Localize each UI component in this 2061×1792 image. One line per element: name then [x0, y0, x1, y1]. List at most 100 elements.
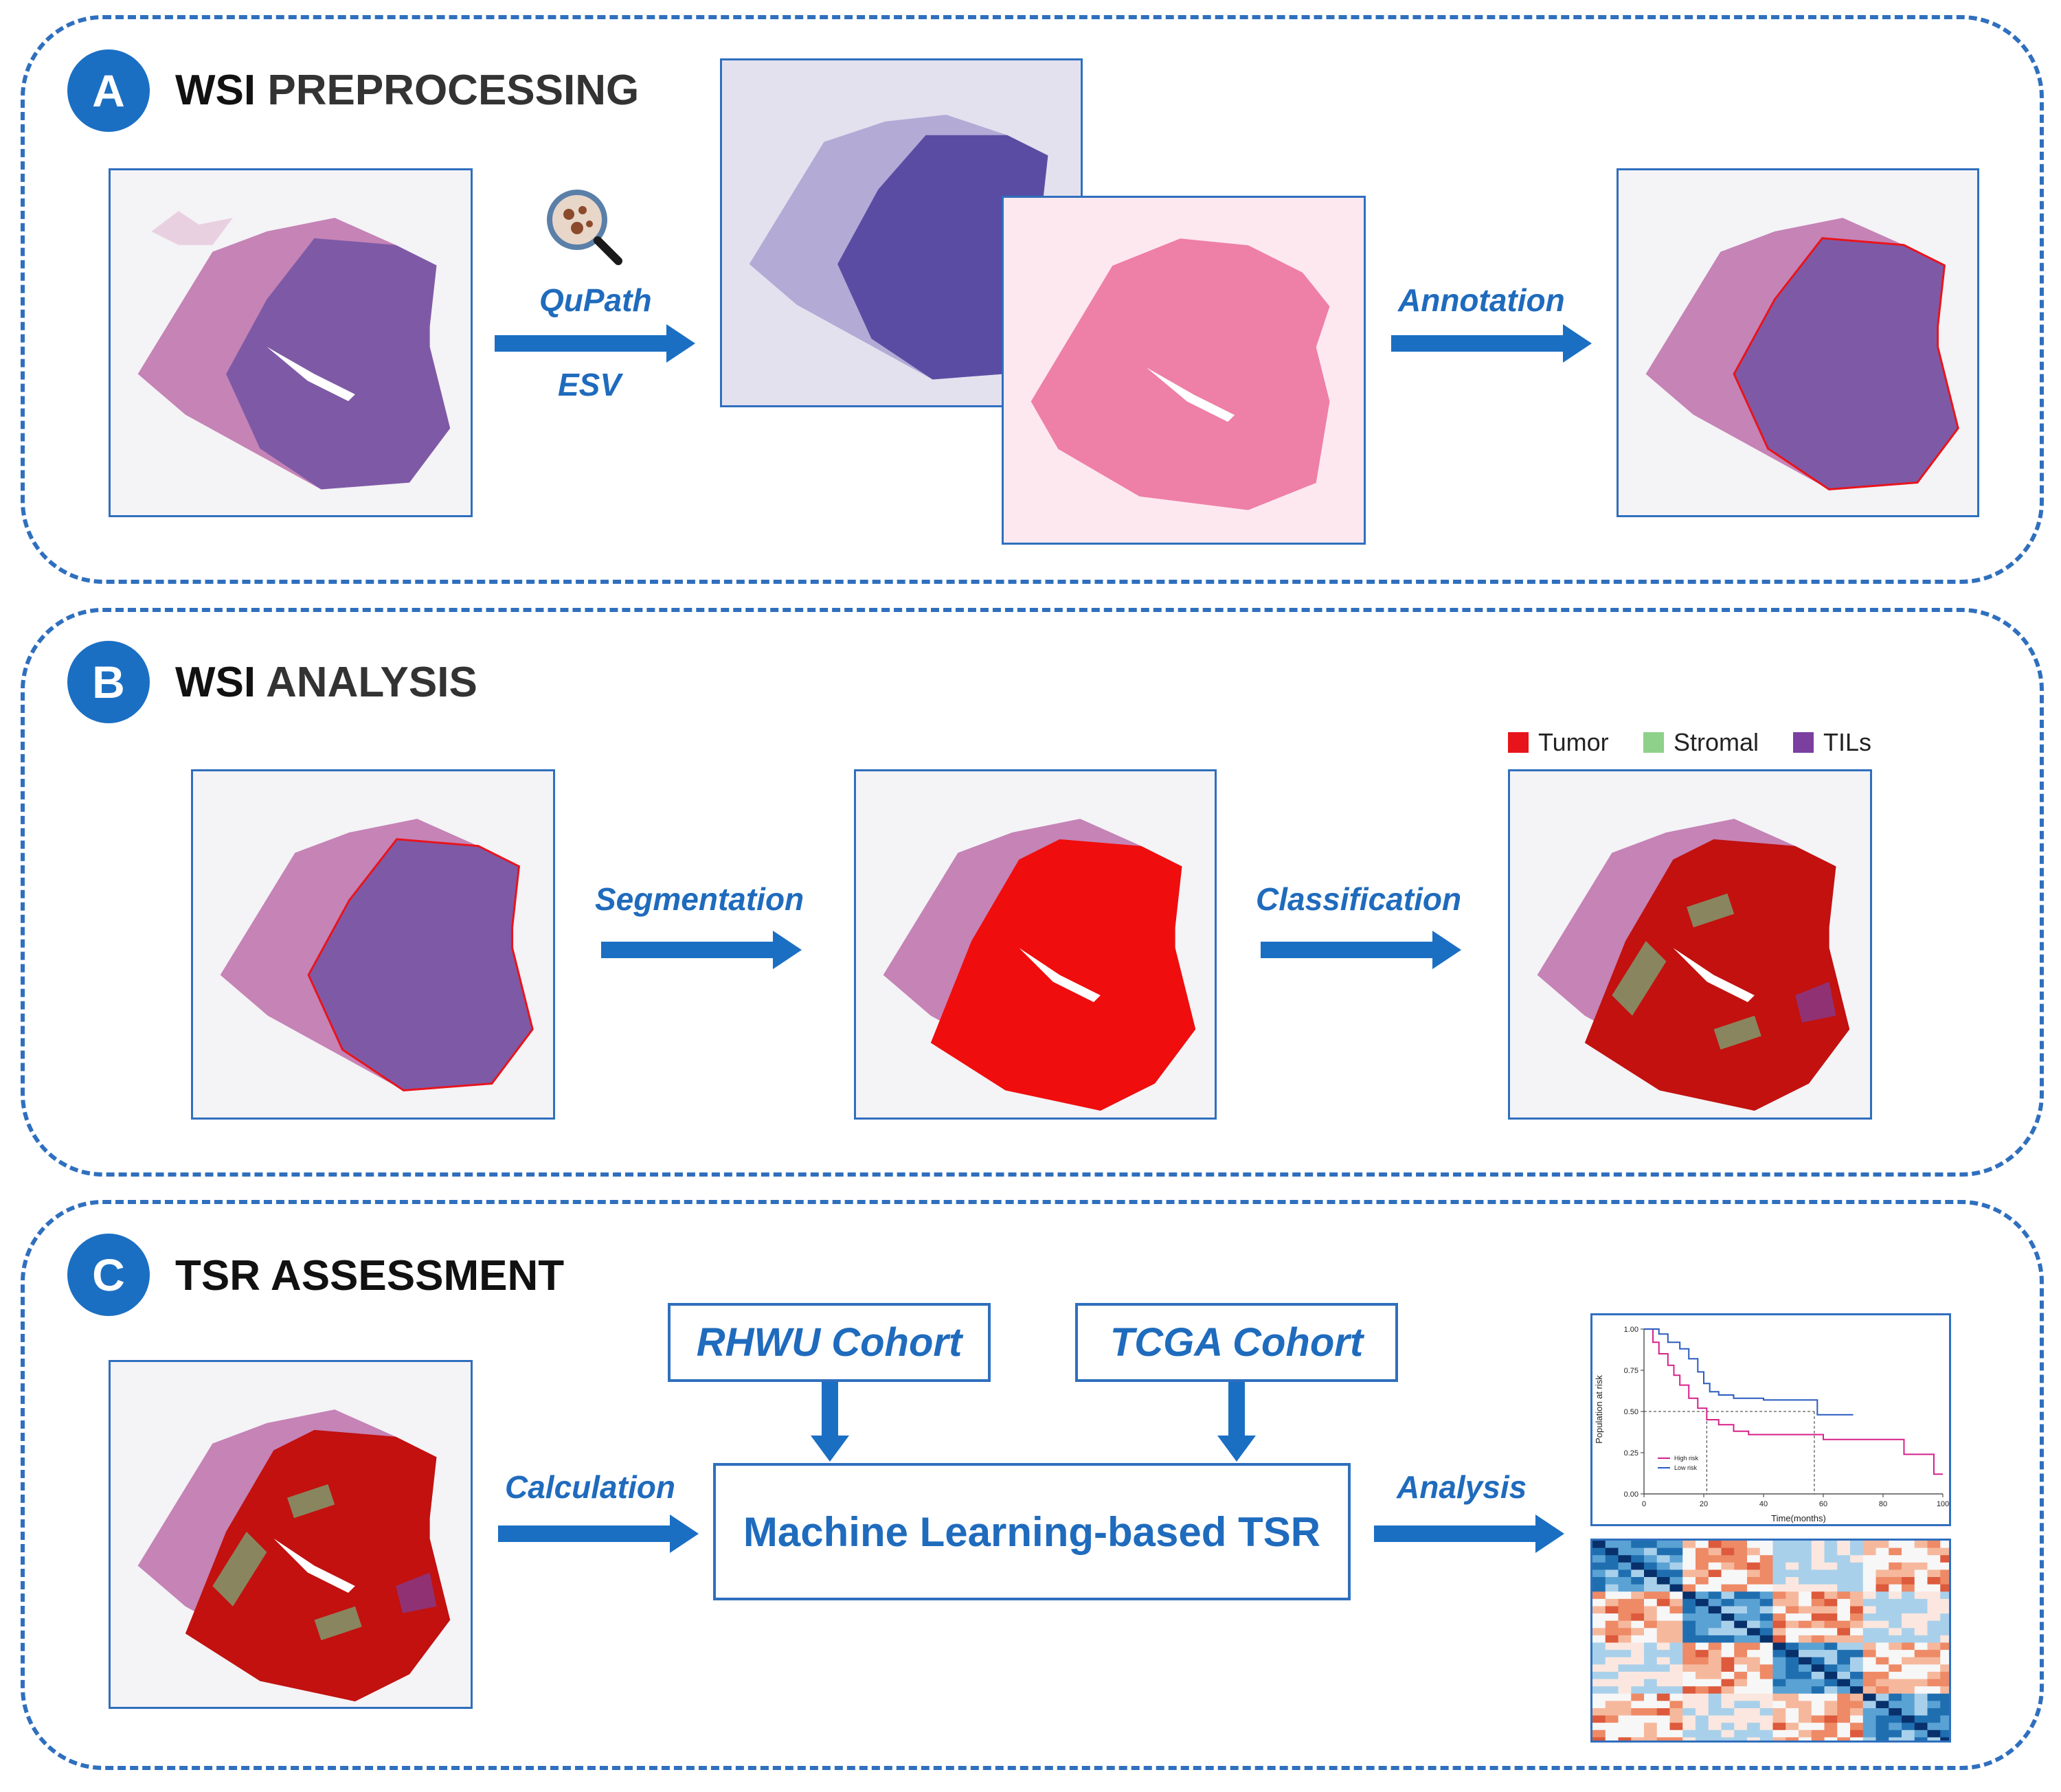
wsi-segmented-image [854, 769, 1217, 1120]
heatmap-cell [1940, 1606, 1949, 1614]
heatmap-cell [1927, 1701, 1941, 1709]
heatmap-cell [1682, 1541, 1696, 1549]
heatmap-cell [1759, 1591, 1773, 1600]
heatmap-cell [1811, 1708, 1825, 1716]
classification-label: Classification [1256, 881, 1462, 917]
heatmap-cell [1669, 1620, 1683, 1629]
heatmap-cell [1605, 1693, 1619, 1701]
heatmap-cell [1696, 1715, 1709, 1723]
heatmap-cell [1656, 1686, 1670, 1694]
panel-a-frame [21, 15, 2044, 584]
heatmap-cell [1759, 1650, 1773, 1658]
heatmap-cell [1914, 1635, 1928, 1643]
heatmap-cell [1862, 1715, 1876, 1723]
heatmap-cell [1708, 1650, 1722, 1658]
arrow-classification [1261, 929, 1463, 971]
heatmap-cell [1682, 1650, 1696, 1658]
km-legend-label: Low risk [1674, 1464, 1698, 1471]
heatmap-cell [1656, 1650, 1670, 1658]
heatmap-cell [1618, 1729, 1632, 1738]
heatmap-cell [1876, 1723, 1889, 1731]
heatmap-cell [1669, 1657, 1683, 1665]
heatmap-cell [1592, 1679, 1606, 1687]
heatmap-cell [1902, 1606, 1915, 1614]
heatmap-cell [1618, 1650, 1632, 1658]
heatmap-cell [1605, 1729, 1619, 1738]
heatmap-cell [1669, 1693, 1683, 1701]
heatmap-cell [1850, 1701, 1864, 1709]
heatmap-cell [1837, 1650, 1851, 1658]
heatmap-cell [1786, 1723, 1799, 1731]
heatmap-cell [1914, 1577, 1928, 1585]
heatmap-cell [1605, 1606, 1619, 1614]
heatmap-cell [1940, 1620, 1949, 1629]
heatmap-cell [1734, 1635, 1748, 1643]
heatmap-cell [1811, 1620, 1825, 1629]
heatmap-cell [1682, 1606, 1696, 1614]
heatmap-cell [1876, 1657, 1889, 1665]
heatmap-cell [1656, 1569, 1670, 1578]
heatmap-cell [1772, 1701, 1786, 1709]
heatmap-cell [1914, 1657, 1928, 1665]
heatmap-cell [1837, 1606, 1851, 1614]
correlation-heatmap [1590, 1539, 1951, 1743]
heatmap-cell [1837, 1679, 1851, 1687]
heatmap-cell [1837, 1642, 1851, 1651]
legend-stromal: Stromal [1643, 728, 1759, 757]
heatmap-cell [1876, 1686, 1889, 1694]
heatmap-cell [1772, 1635, 1786, 1643]
heatmap-cell [1876, 1679, 1889, 1687]
heatmap-cell [1759, 1635, 1773, 1643]
heatmap-cell [1708, 1547, 1722, 1556]
heatmap-cell [1837, 1555, 1851, 1563]
heatmap-cell [1682, 1708, 1696, 1716]
heatmap-cell [1618, 1671, 1632, 1680]
heatmap-cell [1618, 1708, 1632, 1716]
heatmap-cell [1940, 1591, 1949, 1600]
heatmap-cell [1644, 1541, 1658, 1549]
heatmap-cell [1811, 1635, 1825, 1643]
heatmap-cell [1592, 1577, 1606, 1585]
heatmap-cell [1631, 1541, 1645, 1549]
heatmap-cell [1618, 1686, 1632, 1694]
heatmap-cell [1824, 1569, 1838, 1578]
heatmap-cell [1721, 1562, 1735, 1570]
heatmap-cell [1696, 1591, 1709, 1600]
heatmap-cell [1772, 1729, 1786, 1738]
heatmap-cell [1721, 1708, 1735, 1716]
heatmap-cell [1669, 1642, 1683, 1651]
km-xtick-label: 100 [1937, 1500, 1949, 1508]
heatmap-cell [1914, 1584, 1928, 1592]
heatmap-cell [1850, 1650, 1864, 1658]
heatmap-cell [1592, 1708, 1606, 1716]
heatmap-cell [1850, 1547, 1864, 1556]
heatmap-cell [1734, 1642, 1748, 1651]
heatmap-cell [1708, 1591, 1722, 1600]
heatmap-cell [1669, 1729, 1683, 1738]
heatmap-cell [1747, 1635, 1761, 1643]
heatmap-cell [1940, 1708, 1949, 1716]
heatmap-cell [1631, 1613, 1645, 1622]
heatmap-cell [1618, 1547, 1632, 1556]
heatmap-cell [1682, 1555, 1696, 1563]
heatmap-cell [1682, 1569, 1696, 1578]
heatmap-cell [1876, 1635, 1889, 1643]
heatmap-cell [1734, 1541, 1748, 1549]
heatmap-cell [1786, 1657, 1799, 1665]
heatmap-cell [1862, 1547, 1876, 1556]
heatmap-cell [1747, 1693, 1761, 1701]
heatmap-cell [1927, 1628, 1941, 1636]
heatmap-cell [1644, 1547, 1658, 1556]
heatmap-cell [1605, 1541, 1619, 1549]
qupath-label: QuPath [539, 282, 652, 318]
legend-tumor: Tumor [1508, 728, 1609, 757]
heatmap-cell [1656, 1737, 1670, 1740]
heatmap-cell [1734, 1723, 1748, 1731]
heatmap-cell [1940, 1664, 1949, 1672]
heatmap-cell [1759, 1729, 1773, 1738]
heatmap-cell [1799, 1547, 1812, 1556]
heatmap-cell [1837, 1701, 1851, 1709]
heatmap-cell [1799, 1598, 1812, 1607]
legend-tils: TILs [1793, 728, 1871, 757]
heatmap-cell [1799, 1715, 1812, 1723]
